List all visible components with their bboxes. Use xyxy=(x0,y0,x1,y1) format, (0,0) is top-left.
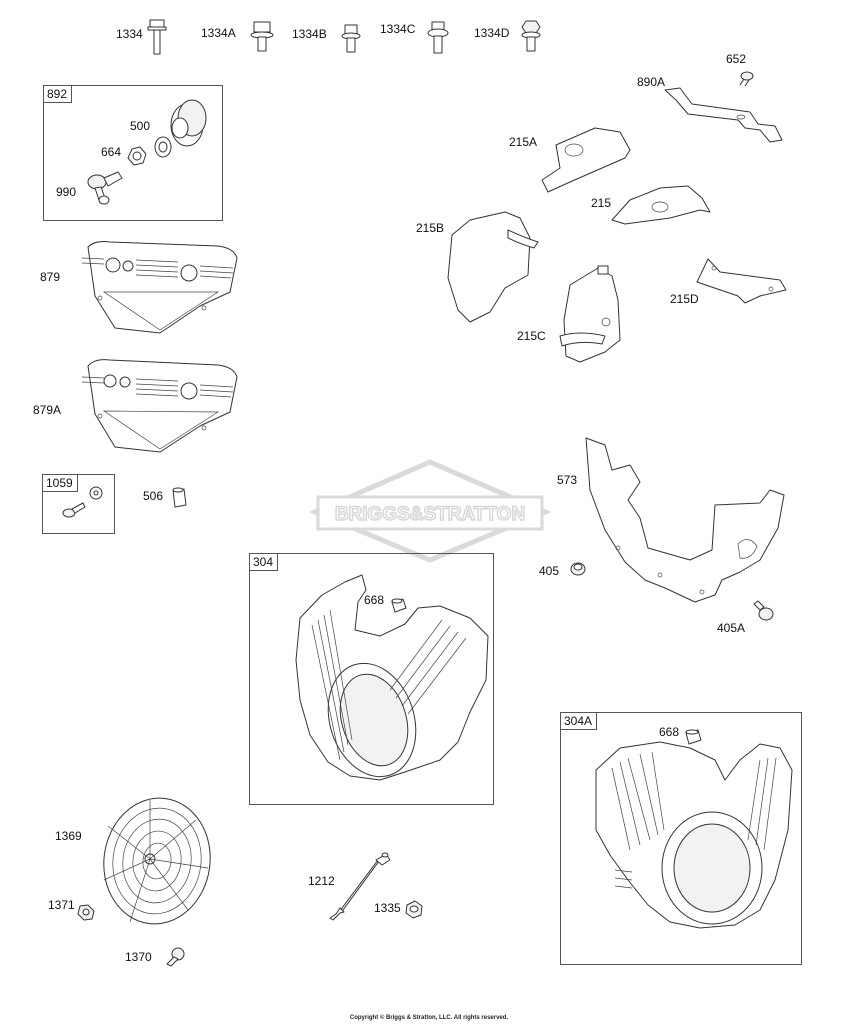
label-990: 990 xyxy=(56,185,77,199)
label-215a: 215A xyxy=(509,135,538,149)
baffle-573 xyxy=(585,437,785,603)
label-506: 506 xyxy=(143,489,164,503)
label-1370: 1370 xyxy=(125,950,152,964)
label-668-304: 668 xyxy=(364,593,385,607)
blower-housing-304a xyxy=(595,741,793,929)
box-tag-1059: 1059 xyxy=(43,475,78,492)
label-215d: 215D xyxy=(670,292,699,306)
label-668-304a: 668 xyxy=(659,725,680,739)
bolt-1334d xyxy=(521,20,541,52)
label-879: 879 xyxy=(40,270,61,284)
label-215: 215 xyxy=(591,196,612,210)
box-tag-892: 892 xyxy=(44,86,73,103)
nut-664 xyxy=(127,146,147,166)
box-304: 304 xyxy=(249,553,494,805)
label-405: 405 xyxy=(539,564,560,578)
box-tag-304a: 304A xyxy=(561,713,598,730)
label-1371: 1371 xyxy=(48,898,75,912)
fan-guard-1369 xyxy=(103,797,211,925)
spacer-506 xyxy=(172,487,187,508)
label-405a: 405A xyxy=(717,621,746,635)
knob-500 xyxy=(170,99,207,147)
washer-1059 xyxy=(89,486,103,500)
shroud-215 xyxy=(611,185,711,225)
label-215c: 215C xyxy=(517,329,546,343)
cover-879 xyxy=(81,241,238,334)
label-1334: 1334 xyxy=(116,27,143,41)
screw-405 xyxy=(570,562,586,576)
screw-405a xyxy=(753,600,774,621)
box-304a: 304A xyxy=(560,712,802,965)
blower-housing-304 xyxy=(295,574,489,781)
screw-1059 xyxy=(62,502,86,518)
box-892: 892 xyxy=(43,85,223,221)
watermark-logo: BRIGGS&STRATTON xyxy=(308,459,552,563)
label-215b: 215B xyxy=(416,221,445,235)
cover-879a xyxy=(81,359,238,453)
screw-652 xyxy=(739,71,754,87)
nut-1371 xyxy=(77,904,95,921)
copyright-notice: Copyright © Briggs & Stratton, LLC. All … xyxy=(349,1015,509,1021)
label-1212: 1212 xyxy=(308,874,335,888)
shroud-215b xyxy=(447,211,539,323)
label-1334b: 1334B xyxy=(292,27,327,41)
key-switch-990 xyxy=(87,171,123,205)
label-1334a: 1334A xyxy=(201,26,236,40)
grommet-668b xyxy=(685,729,702,745)
bolt-1334 xyxy=(147,19,167,55)
label-879a: 879A xyxy=(33,403,62,417)
bracket-890a xyxy=(664,87,783,143)
bolt-1334a xyxy=(250,21,274,52)
label-664: 664 xyxy=(101,145,122,159)
shroud-215a xyxy=(541,127,631,193)
label-1369: 1369 xyxy=(55,829,82,843)
lockwasher-664 xyxy=(154,136,172,158)
bolt-1370 xyxy=(166,947,185,967)
nut-1335 xyxy=(405,900,423,919)
grommet-668a xyxy=(391,598,407,613)
label-1334d: 1334D xyxy=(474,26,510,40)
label-500: 500 xyxy=(130,119,151,133)
label-573: 573 xyxy=(557,473,578,487)
label-1334c: 1334C xyxy=(380,22,416,36)
bolt-1334b xyxy=(341,24,361,53)
box-1059: 1059 xyxy=(42,474,115,534)
bolt-1334c xyxy=(427,21,449,54)
watermark-text: BRIGGS&STRATTON xyxy=(335,504,525,525)
shroud-215c xyxy=(559,265,621,363)
label-652: 652 xyxy=(726,52,747,66)
rod-1212 xyxy=(329,852,391,921)
label-890a: 890A xyxy=(637,75,666,89)
shroud-215d xyxy=(696,258,787,304)
box-tag-304: 304 xyxy=(250,554,279,571)
label-1335: 1335 xyxy=(374,901,401,915)
